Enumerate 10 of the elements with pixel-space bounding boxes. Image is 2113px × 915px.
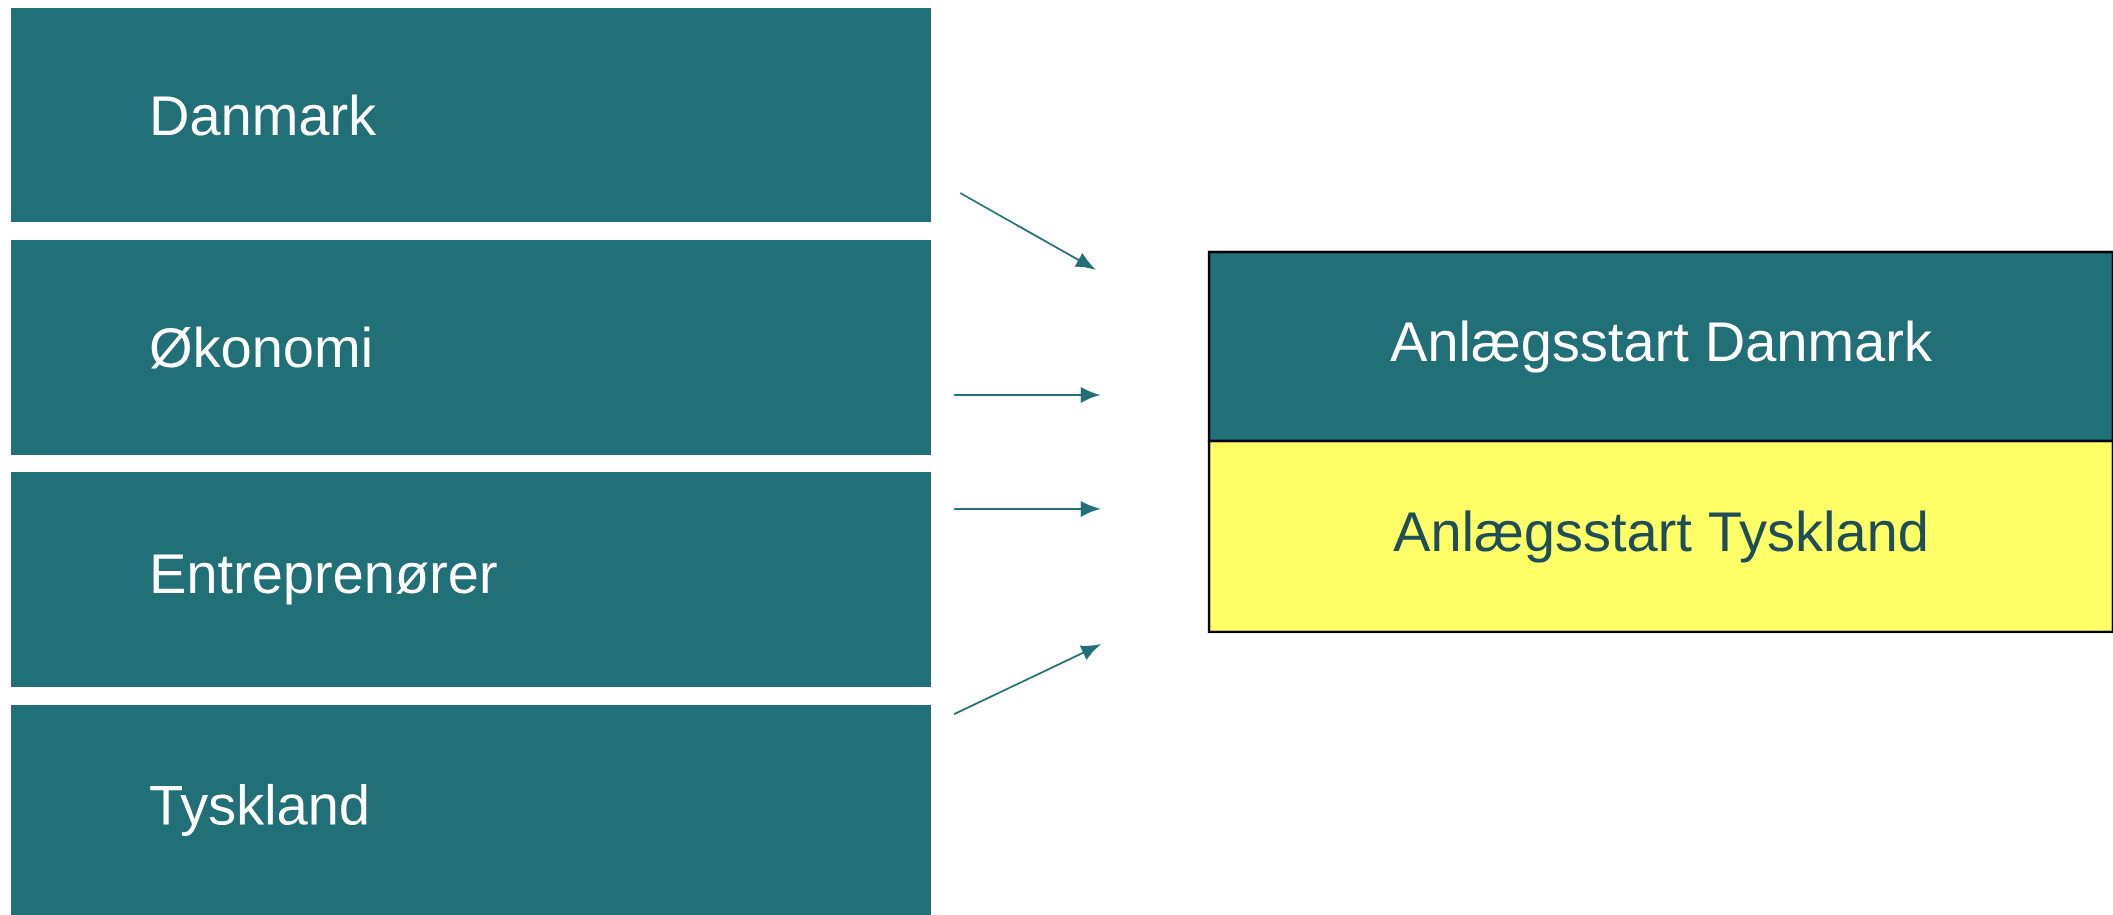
arrow — [959, 192, 1094, 269]
category-box: Tyskland — [11, 705, 931, 915]
arrow — [953, 501, 1099, 517]
arrow — [953, 387, 1099, 403]
stage-box: Anlægsstart Danmark — [1207, 250, 2113, 443]
category-box: Økonomi — [11, 240, 931, 455]
category-box: Entreprenører — [11, 472, 931, 687]
stage-box: Anlægsstart Tyskland — [1207, 439, 2113, 634]
arrow — [953, 644, 1099, 715]
category-box: Danmark — [11, 8, 931, 222]
